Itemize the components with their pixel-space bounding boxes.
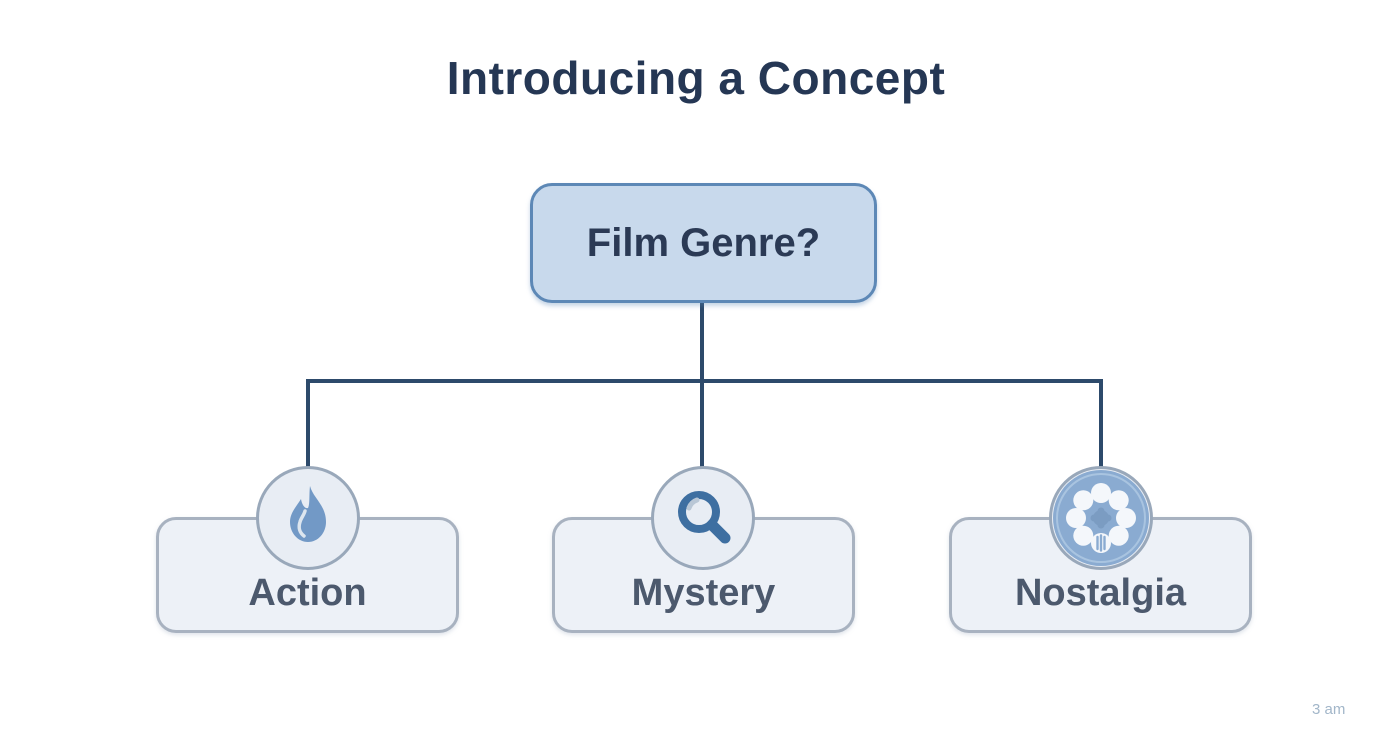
flame-icon: [290, 486, 326, 542]
page-title: Introducing a Concept: [446, 52, 946, 104]
timestamp-label: 3 am: [1312, 701, 1346, 718]
root-node-film-genre: Film Genre?: [530, 183, 877, 303]
nostalgia-icon-badge: [1049, 466, 1153, 570]
connector-left-vertical: [306, 379, 310, 471]
root-node-label: Film Genre?: [586, 220, 821, 265]
connector-right-vertical: [1099, 379, 1103, 471]
magnifying-glass-icon: [678, 491, 731, 544]
connector-horizontal-bus: [306, 379, 1103, 383]
mystery-icon-badge: [651, 466, 755, 570]
child-node-nostalgia: Nostalgia: [949, 517, 1252, 633]
child-node-label: Action: [248, 572, 367, 614]
child-node-label: Mystery: [631, 572, 776, 614]
film-reel-icon: [1053, 470, 1149, 566]
action-icon-badge: [256, 466, 360, 570]
child-node-label: Nostalgia: [1014, 572, 1187, 614]
connector-middle-vertical: [700, 379, 704, 471]
connector-root-vertical: [700, 301, 704, 381]
